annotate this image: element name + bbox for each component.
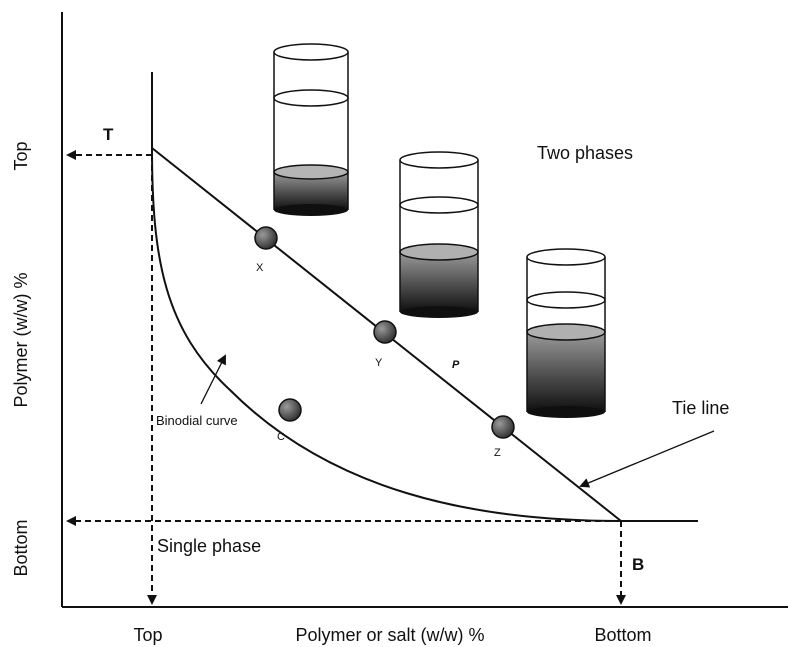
tube-3 (526, 248, 606, 418)
point-Z-label: Z (494, 447, 501, 459)
T-marker-label: T (103, 125, 114, 144)
point-X (254, 226, 278, 250)
binodal-curve (151, 147, 622, 522)
y-axis-title: Polymer (w/w) % (11, 272, 31, 407)
x-axis-title: Polymer or salt (w/w) % (295, 625, 484, 645)
single-phase-label: Single phase (157, 536, 261, 556)
tube-1 (273, 43, 349, 216)
tie-line-arrow (579, 430, 715, 488)
tube-2 (399, 151, 479, 318)
point-Z (491, 415, 515, 439)
binodial-curve-arrow (200, 354, 226, 405)
x-axis-top-label: Top (133, 625, 162, 645)
B-marker-label: B (632, 555, 644, 574)
binodial-curve-label: Binodial curve (156, 413, 238, 428)
x-axis-bottom-label: Bottom (594, 625, 651, 645)
point-X-label: X (256, 262, 264, 274)
tie-line-label: Tie line (672, 398, 729, 418)
y-axis-top-label: Top (11, 141, 31, 170)
point-C-label: C (277, 431, 285, 443)
point-P-label: P (452, 359, 460, 371)
point-Y-label: Y (375, 357, 383, 369)
y-axis-bottom-label: Bottom (11, 519, 31, 576)
two-phases-label: Two phases (537, 143, 633, 163)
point-Y (373, 320, 397, 344)
point-C (278, 398, 302, 422)
